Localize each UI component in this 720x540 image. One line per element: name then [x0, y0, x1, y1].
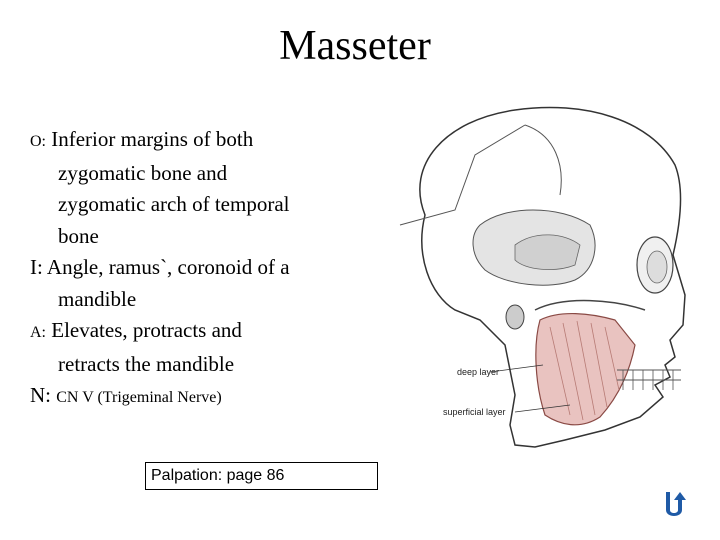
insertion-line-2: mandible	[58, 286, 137, 311]
deep-layer-label: deep layer	[457, 367, 500, 377]
insertion-entry: I: Angle, ramus`, coronoid of a mandible	[30, 252, 350, 315]
action-line-2: retracts the mandible	[58, 351, 235, 376]
insertion-line-1: Angle, ramus`, coronoid of a	[46, 255, 290, 279]
slide-title: Masseter	[279, 23, 431, 69]
origin-line-3: zygomatic arch of temporal	[58, 192, 290, 216]
nerve-entry: N: CN V (Trigeminal Nerve)	[30, 380, 350, 414]
palpation-box: Palpation: page 86	[145, 462, 378, 490]
origin-line-4: bone	[58, 223, 99, 248]
masseter-muscle	[535, 312, 636, 426]
origin-line-1: Inferior margins of both	[51, 127, 254, 151]
action-tag: A:	[30, 324, 46, 341]
insertion-tag: I:	[30, 255, 43, 279]
nerve-text: CN V (Trigeminal Nerve)	[56, 389, 222, 406]
action-entry: A: Elevates, protracts and retracts the …	[30, 315, 350, 380]
superficial-layer-label: superficial layer	[443, 407, 506, 417]
skull-drawing	[399, 106, 686, 448]
cranium-outline	[419, 106, 686, 448]
skull-illustration: deep layer superficial layer	[385, 95, 720, 455]
origin-tag: O:	[30, 133, 46, 150]
nerve-tag: N:	[30, 383, 51, 407]
teeth	[617, 369, 681, 381]
muscle-description: O: Inferior margins of both zygomatic bo…	[30, 124, 350, 414]
return-arrow-icon[interactable]	[660, 488, 688, 518]
action-line-1: Elevates, protracts and	[51, 318, 242, 342]
origin-line-2: zygomatic bone and	[58, 160, 228, 185]
origin-entry: O: Inferior margins of both zygomatic bo…	[30, 124, 350, 252]
